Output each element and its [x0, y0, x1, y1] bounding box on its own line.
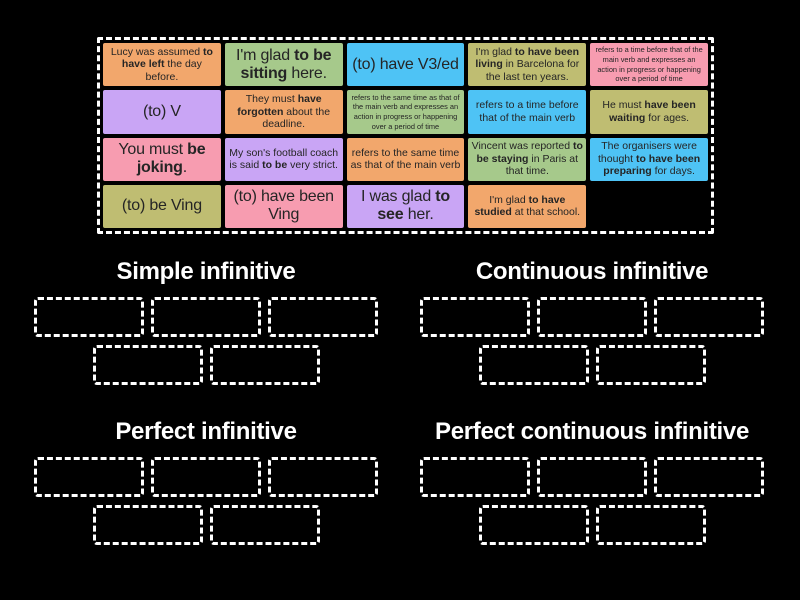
word-card-text: I'm glad to have been living in Barcelon… — [475, 45, 580, 83]
drop-slot[interactable] — [420, 297, 530, 337]
drop-slot[interactable] — [478, 345, 589, 385]
card-pool: Lucy was assumed to have left the day be… — [97, 37, 714, 234]
slot-row — [407, 457, 777, 497]
group-perfect-infinitive: Perfect infinitive — [26, 418, 386, 545]
drop-slot[interactable] — [34, 297, 144, 337]
group-title: Simple infinitive — [116, 258, 296, 285]
word-card[interactable]: (to) have V3/ed — [346, 43, 465, 87]
word-card[interactable]: The organisers were thought to have been… — [590, 137, 708, 181]
slot-row — [26, 505, 386, 545]
slot-row — [407, 505, 777, 545]
word-card[interactable]: Lucy was assumed to have left the day be… — [103, 43, 221, 87]
word-card[interactable]: refers to a time before that of the main… — [468, 90, 587, 134]
word-card[interactable]: You must be joking. — [103, 137, 221, 181]
group-title: Continuous infinitive — [475, 258, 709, 285]
word-card-text: refers to a time before that of the main… — [475, 99, 579, 124]
word-card-text: refers to the same time as that of the m… — [351, 92, 460, 131]
word-card-text: My son's football coach is said to be ve… — [229, 146, 339, 172]
word-card[interactable]: I'm glad to have studied at that school. — [468, 184, 587, 228]
word-card[interactable]: I was glad to see her. — [346, 184, 465, 228]
word-card[interactable]: Vincent was reported to be staying in Pa… — [468, 137, 587, 181]
word-card-text: You must be joking. — [118, 141, 206, 177]
slot-row — [26, 297, 386, 337]
group-perfect-continuous-infinitive: Perfect continuous infinitive — [407, 418, 777, 545]
word-card-text: (to) be Ving — [121, 197, 202, 215]
word-card-text: (to) have V3/ed — [352, 55, 459, 73]
slot-row — [407, 297, 777, 337]
drop-slot[interactable] — [420, 457, 530, 497]
word-card[interactable]: I'm glad to have been living in Barcelon… — [468, 43, 587, 87]
word-card[interactable]: refers to the same time as that of the m… — [346, 90, 465, 134]
word-card-text: I'm glad to be sitting here. — [235, 46, 332, 82]
word-card-text: They must have forgotten about the deadl… — [237, 92, 331, 131]
drop-slot[interactable] — [537, 457, 647, 497]
drop-slot[interactable] — [151, 297, 261, 337]
word-card[interactable]: He must have been waiting for ages. — [590, 90, 708, 134]
group-title: Perfect continuous infinitive — [435, 418, 749, 445]
word-card-text: refers to a time before that of the main… — [595, 45, 703, 84]
word-card-text: (to) V — [142, 102, 181, 120]
word-card-text: I'm glad to have studied at that school. — [474, 193, 581, 219]
word-card[interactable]: I'm glad to be sitting here. — [224, 43, 343, 87]
drop-slot[interactable] — [151, 457, 261, 497]
slot-row — [26, 457, 386, 497]
word-card[interactable]: (to) be Ving — [103, 184, 221, 228]
word-card-text: The organisers were thought to have been… — [598, 140, 701, 178]
word-card[interactable]: They must have forgotten about the deadl… — [224, 90, 343, 134]
drop-slot[interactable] — [209, 505, 320, 545]
drop-slot[interactable] — [268, 457, 378, 497]
word-card-text: (to) have been Ving — [233, 188, 335, 224]
word-card-text: He must have been waiting for ages. — [602, 99, 696, 124]
word-card-text: Vincent was reported to be staying in Pa… — [471, 140, 583, 178]
word-card[interactable]: (to) V — [103, 90, 221, 134]
drop-slot[interactable] — [654, 297, 764, 337]
word-card[interactable]: (to) have been Ving — [224, 184, 343, 228]
slot-row — [407, 345, 777, 385]
drop-slot[interactable] — [92, 505, 203, 545]
drop-slot[interactable] — [92, 345, 203, 385]
drop-slot[interactable] — [268, 297, 378, 337]
drop-slot[interactable] — [595, 345, 706, 385]
drop-slot[interactable] — [537, 297, 647, 337]
word-card[interactable]: refers to the same time as that of the m… — [346, 137, 465, 181]
group-continuous-infinitive: Continuous infinitive — [407, 258, 777, 385]
drop-slot[interactable] — [34, 457, 144, 497]
drop-slot[interactable] — [478, 505, 589, 545]
slot-row — [26, 345, 386, 385]
drop-slot[interactable] — [595, 505, 706, 545]
drop-slot[interactable] — [654, 457, 764, 497]
drop-slot[interactable] — [209, 345, 320, 385]
word-card-text: Lucy was assumed to have left the day be… — [110, 45, 213, 83]
word-card[interactable]: My son's football coach is said to be ve… — [224, 137, 343, 181]
word-card-text: I was glad to see her. — [360, 188, 450, 224]
word-card-text: refers to the same time as that of the m… — [350, 146, 461, 172]
group-title: Perfect infinitive — [115, 418, 297, 445]
group-simple-infinitive: Simple infinitive — [26, 258, 386, 385]
word-card[interactable]: refers to a time before that of the main… — [590, 43, 708, 87]
